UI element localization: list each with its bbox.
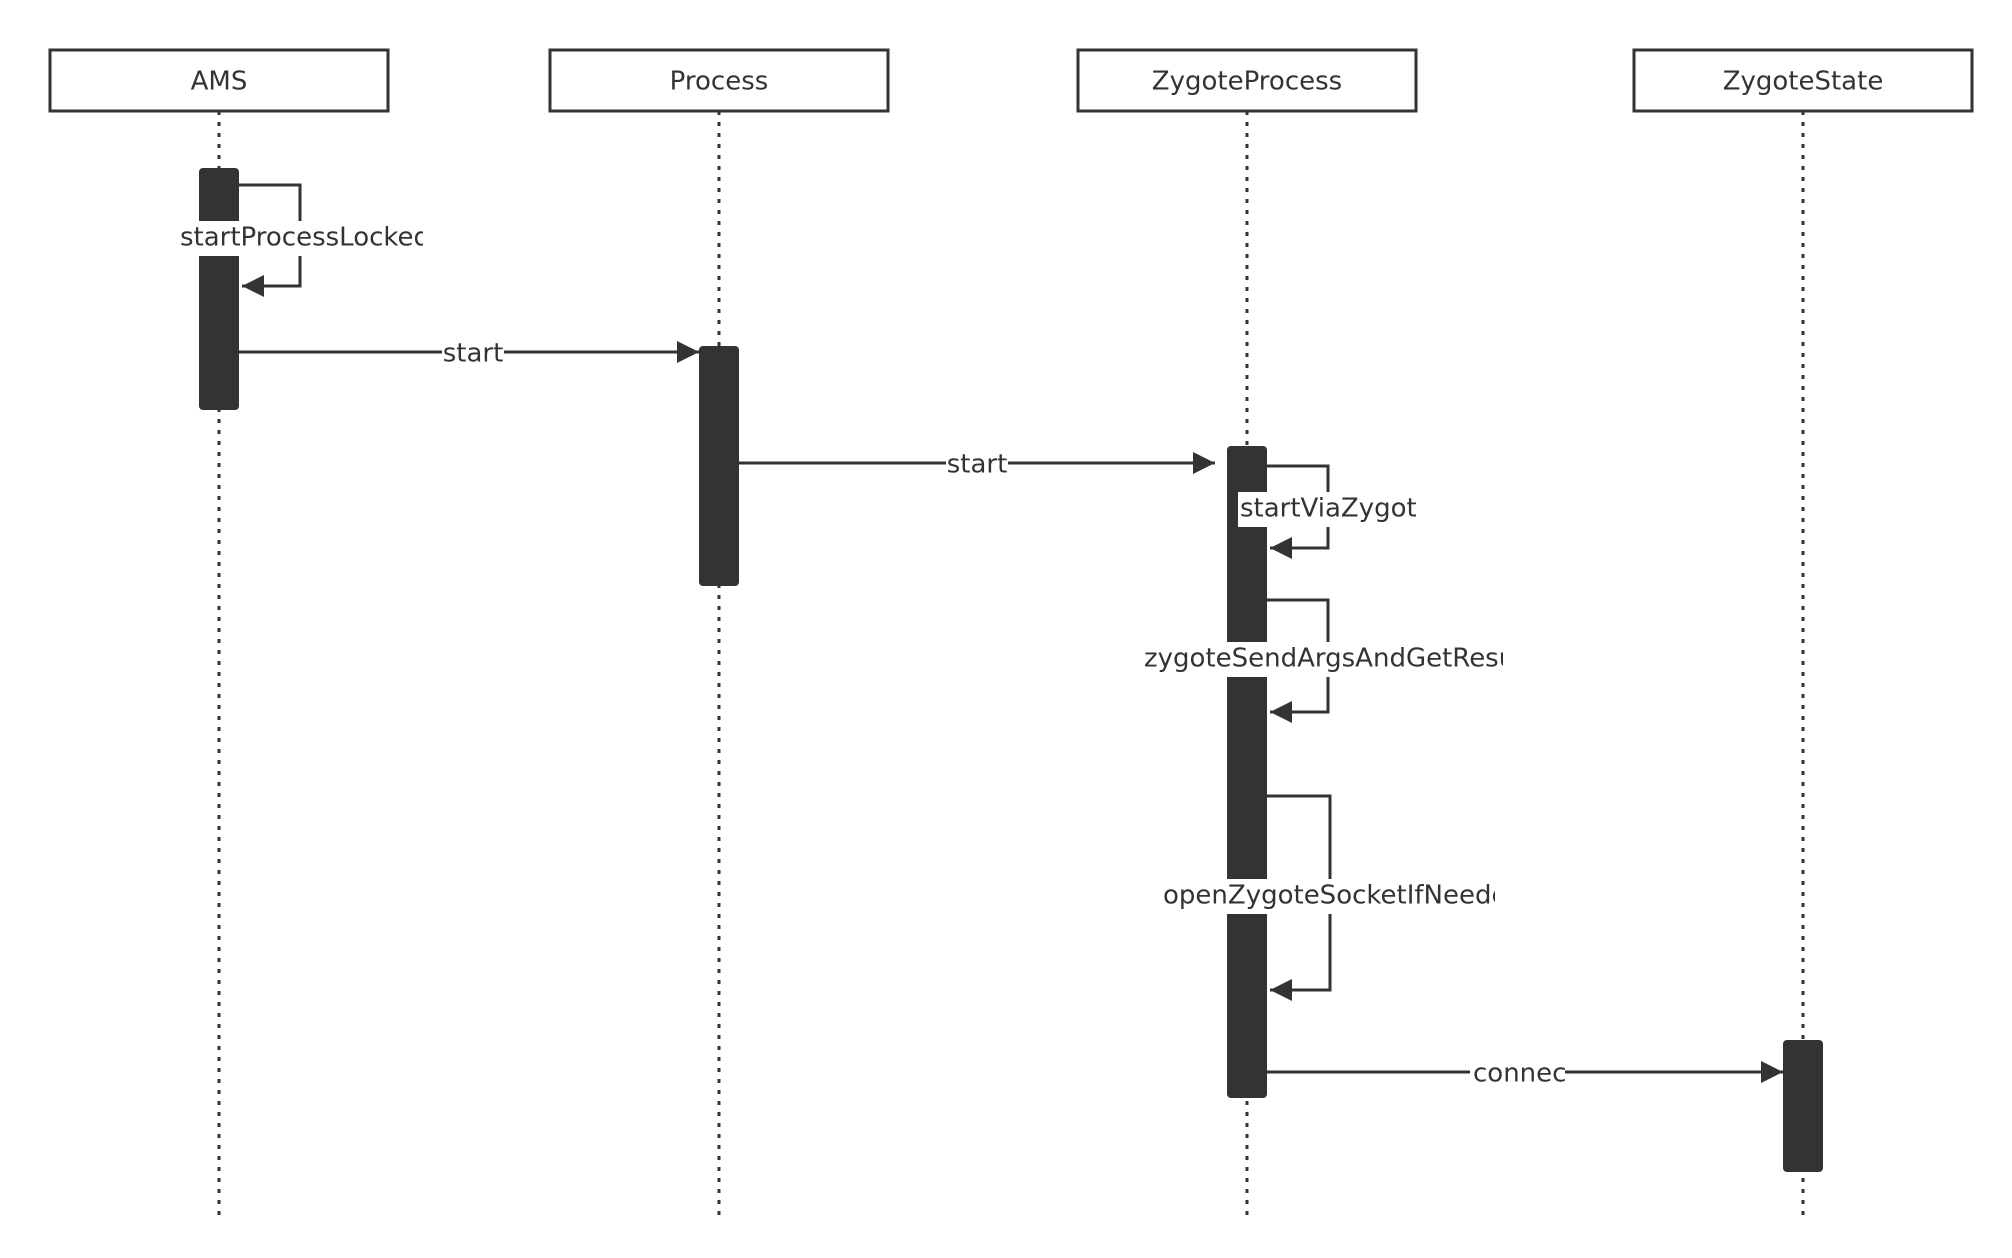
participant-process: Process [548,48,890,113]
activation-bar-zygote-process [1227,446,1267,1098]
activation-bar-ams [199,168,239,410]
participant-zygote-state: ZygoteState [1632,48,1974,113]
message-label: start [443,339,504,369]
message-call: start [739,449,1215,480]
activation-bar-process [699,346,739,586]
message-label: connect [1473,1059,1577,1089]
message-label: start [947,450,1008,480]
message-call: connect [1267,1057,1783,1089]
message-call: start [239,338,699,369]
message-self-call: zygoteSendArgsAndGetResult [1140,598,1533,723]
message-self-call: startViaZygote [1238,464,1433,559]
message-self-call: startProcessLocked [178,183,430,297]
participant-zygote-process: ZygoteProcess [1076,48,1418,113]
activation-bar-zygote-state [1783,1040,1823,1172]
participant-label: ZygoteProcess [1152,67,1342,97]
message-label: startViaZygote [1240,494,1433,524]
participant-ams: AMS [48,48,390,113]
message-label: startProcessLocked [180,223,430,253]
message-label: zygoteSendArgsAndGetResult [1144,644,1533,674]
participant-label: AMS [191,67,248,97]
participant-label: Process [670,67,769,97]
message-label: openZygoteSocketIfNeeded [1163,881,1524,911]
participant-label: ZygoteState [1723,67,1884,97]
message-self-call: openZygoteSocketIfNeeded [1160,794,1524,1001]
